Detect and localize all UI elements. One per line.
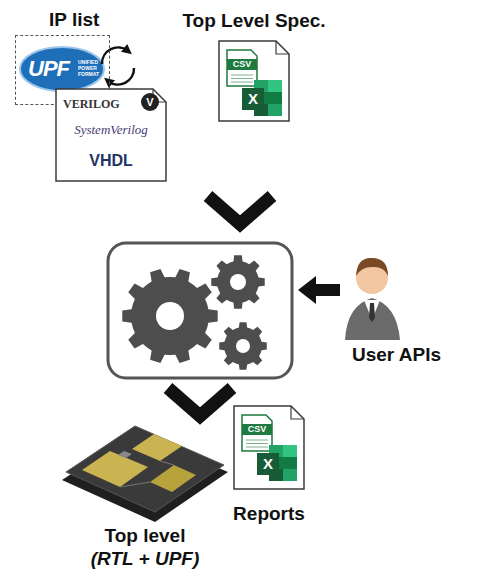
- group-heading: IP list: [49, 9, 99, 31]
- csv-line: [246, 443, 268, 444]
- gear: [211, 255, 264, 308]
- chevron-arrow: [208, 196, 272, 224]
- document-fold: [276, 41, 289, 54]
- hdl-document: VERILOG V SystemVerilogVHDL: [55, 88, 170, 182]
- csv-badge: CSV: [227, 59, 257, 70]
- gear: [219, 322, 267, 370]
- logo-text: UPF: [28, 56, 69, 82]
- logo-subtext: UNIFIED POWER FORMAT: [78, 59, 104, 77]
- excel-icon: [283, 445, 297, 457]
- input-arrow: [298, 276, 340, 304]
- language-logo: VERILOG: [63, 97, 120, 112]
- csv-line: [231, 82, 253, 83]
- gears: [122, 255, 266, 369]
- document-outline: [234, 406, 304, 489]
- excel-icon: [268, 92, 282, 104]
- excel-badge: X: [242, 88, 264, 110]
- excel-icon: [268, 104, 282, 116]
- chevron-arrow: [168, 388, 232, 416]
- actor-label: User APIs: [352, 344, 441, 366]
- gear-hole: [230, 274, 246, 290]
- language-logo: VHDL: [55, 152, 167, 170]
- document-shape: [233, 405, 305, 490]
- cycle-arrows: [102, 47, 134, 84]
- csv-icon: [227, 50, 257, 86]
- document-outline: [56, 89, 166, 181]
- excel-icon: [283, 469, 297, 481]
- output-label: (RTL + UPF): [91, 548, 200, 570]
- logo-badge: V: [141, 93, 159, 111]
- csv-line: [231, 75, 253, 76]
- excel-badge: X: [257, 453, 279, 475]
- document-fold: [291, 406, 304, 419]
- csv-line: [246, 447, 268, 448]
- chip-illustration: [62, 426, 228, 522]
- csv-line: [246, 440, 268, 441]
- csv-line: [231, 78, 253, 79]
- engine-box: [108, 243, 292, 378]
- gear-hole: [156, 302, 184, 330]
- language-logo: SystemVerilog: [55, 122, 167, 138]
- csv-badge: CSV: [242, 424, 272, 435]
- user-icon: [345, 258, 400, 340]
- document-heading: Reports: [233, 503, 305, 525]
- excel-icon: [268, 80, 282, 92]
- reports-document: CSVXReports: [233, 405, 305, 490]
- spec-document: Top Level Spec.CSVX: [218, 40, 290, 122]
- upf-logo: [20, 47, 104, 91]
- document-outline: [219, 41, 289, 121]
- csv-icon: [242, 415, 272, 451]
- gear: [122, 269, 217, 363]
- document-heading: Top Level Spec.: [182, 10, 325, 32]
- output-label: Top level: [105, 525, 186, 547]
- excel-icon: [283, 457, 297, 469]
- gear-hole: [236, 339, 250, 353]
